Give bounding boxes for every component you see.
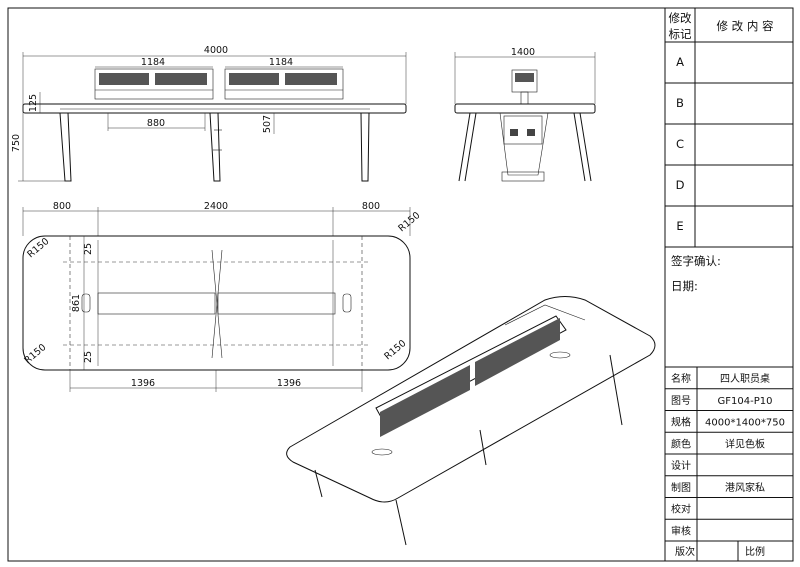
field-label-1: 图号 [671, 395, 691, 407]
dim-overall-length: 4000 [204, 45, 228, 56]
dim-middle: 2400 [204, 201, 228, 212]
title-block: 修改 标记 修 改 内 容 A B C D E 签字确认: 日期: 名称 四人职员… [664, 8, 793, 561]
field-value-2: 4000*1400*750 [705, 418, 785, 429]
dim-gap-height: 507 [262, 115, 273, 133]
dim-edge-top: 25 [83, 243, 94, 255]
dim-inner-span: 880 [147, 118, 165, 129]
revision-label-line1: 修改 [669, 11, 692, 25]
drawing-border [7, 7, 794, 562]
dim-depth: 861 [71, 294, 82, 312]
dim-radius-tl: R150 [25, 236, 51, 260]
dim-radius-br: R150 [382, 338, 408, 362]
dim-radius-bl: R150 [22, 342, 48, 366]
rev-row-b: B [676, 96, 684, 110]
field-value-1: GF104-P10 [718, 396, 773, 407]
rev-row-d: D [676, 178, 685, 192]
dim-table-height: 750 [11, 134, 22, 152]
dim-screen-a: 1184 [141, 57, 165, 68]
isometric-view [286, 296, 656, 546]
revision-label-line2: 标记 [669, 27, 692, 41]
scale-label: 比例 [745, 545, 765, 558]
field-value-5: 港风家私 [725, 481, 765, 494]
top-view: 800 2400 800 R150 R150 R150 R150 25 861 … [22, 201, 422, 392]
field-value-3: 详见色板 [725, 437, 765, 450]
field-label-6: 校对 [671, 503, 691, 516]
dim-half-right: 1396 [277, 378, 301, 389]
dim-half-left: 1396 [131, 378, 155, 389]
field-label-2: 规格 [671, 416, 691, 429]
field-label-7: 审核 [671, 524, 691, 537]
side-elevation: 1400 [454, 47, 596, 182]
date-label: 日期: [671, 279, 698, 293]
dim-radius-tr: R150 [396, 210, 422, 234]
revision-content: 修 改 内 容 [717, 19, 774, 33]
sign-label: 签字确认: [671, 254, 721, 268]
rev-row-e: E [676, 219, 683, 233]
dim-end-right: 800 [362, 201, 380, 212]
rev-row-c: C [676, 137, 684, 151]
rev-row-a: A [676, 55, 684, 69]
dim-end-left: 800 [53, 201, 71, 212]
field-label-0: 名称 [671, 372, 691, 385]
field-value-0: 四人职员桌 [720, 372, 770, 385]
dim-side-width: 1400 [511, 47, 535, 58]
field-label-5: 制图 [671, 481, 691, 494]
field-label-3: 颜色 [671, 437, 691, 450]
field-label-4: 设计 [671, 459, 691, 472]
dim-screen-b: 1184 [269, 57, 293, 68]
dim-screen-height: 125 [28, 94, 39, 112]
front-elevation: 4000 1184 1184 125 880 507 [11, 45, 407, 182]
dim-edge-bottom: 25 [83, 351, 94, 363]
version-label: 版次 [675, 545, 695, 558]
